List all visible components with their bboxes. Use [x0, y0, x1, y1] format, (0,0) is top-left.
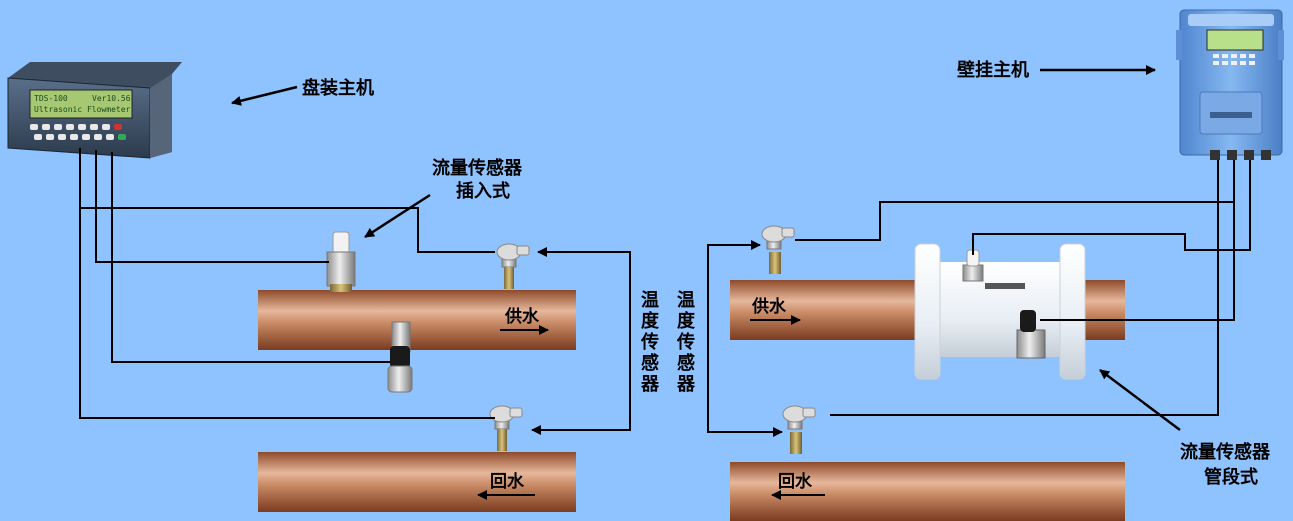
wall-lcd-screen: [1206, 29, 1264, 51]
wall-host-unit: [1176, 9, 1284, 160]
pipe-supply-left: [258, 290, 576, 350]
temp-sensor-brackets: [531, 240, 783, 437]
insert-sensor-label-line2: 插入式: [456, 181, 510, 202]
panel-lcd-line1-right: Ver10.56: [92, 94, 131, 103]
temp-sensor-return-right: [782, 405, 816, 454]
insert-sensor-label-line1: 流量传感器: [432, 158, 522, 179]
panel-lcd-screen: [29, 89, 133, 119]
panel-lcd-line2: Ultrasonic Flowmeter: [34, 105, 131, 114]
pipe-sensor-pointer: [1099, 369, 1181, 431]
temp-sensor-supply-left: [496, 243, 530, 289]
panel-lcd-line1-left: TDS-100: [34, 94, 68, 103]
wall-keypad: [1213, 54, 1255, 65]
pipe-supply-left-label: 供水: [505, 307, 539, 327]
panel-host-pointer: [231, 85, 298, 106]
pointer-arrows: [231, 65, 1181, 431]
pipe-return-right-label: 回水: [778, 472, 812, 492]
temp-sensor-label-left: 温度传感器: [641, 290, 659, 395]
pipe-section-flow-sensor: [914, 243, 1086, 380]
temp-sensor-label-right: 温度传感器: [677, 290, 695, 395]
pipe-return-right: [730, 462, 1125, 521]
wiring: [79, 148, 1251, 419]
pipe-sensor-label-line2: 管段式: [1204, 467, 1258, 488]
insertion-sensor-pointer: [364, 193, 431, 239]
pipe-return-left: [258, 452, 576, 512]
panel-host-unit: [7, 62, 182, 159]
temp-sensor-supply-right: [761, 225, 795, 274]
wall-host-label: 壁挂主机: [957, 60, 1029, 81]
pipe-sensor-label-line1: 流量传感器: [1180, 442, 1270, 463]
insertion-sensor-lower: [387, 321, 413, 393]
panel-keypad: [30, 124, 126, 140]
panel-host-label: 盘装主机: [302, 78, 374, 99]
pipe-supply-right-label: 供水: [752, 297, 786, 317]
insertion-sensor-upper: [326, 231, 356, 292]
temp-sensor-return-left: [489, 405, 523, 451]
pipe-return-left-label: 回水: [490, 472, 524, 492]
